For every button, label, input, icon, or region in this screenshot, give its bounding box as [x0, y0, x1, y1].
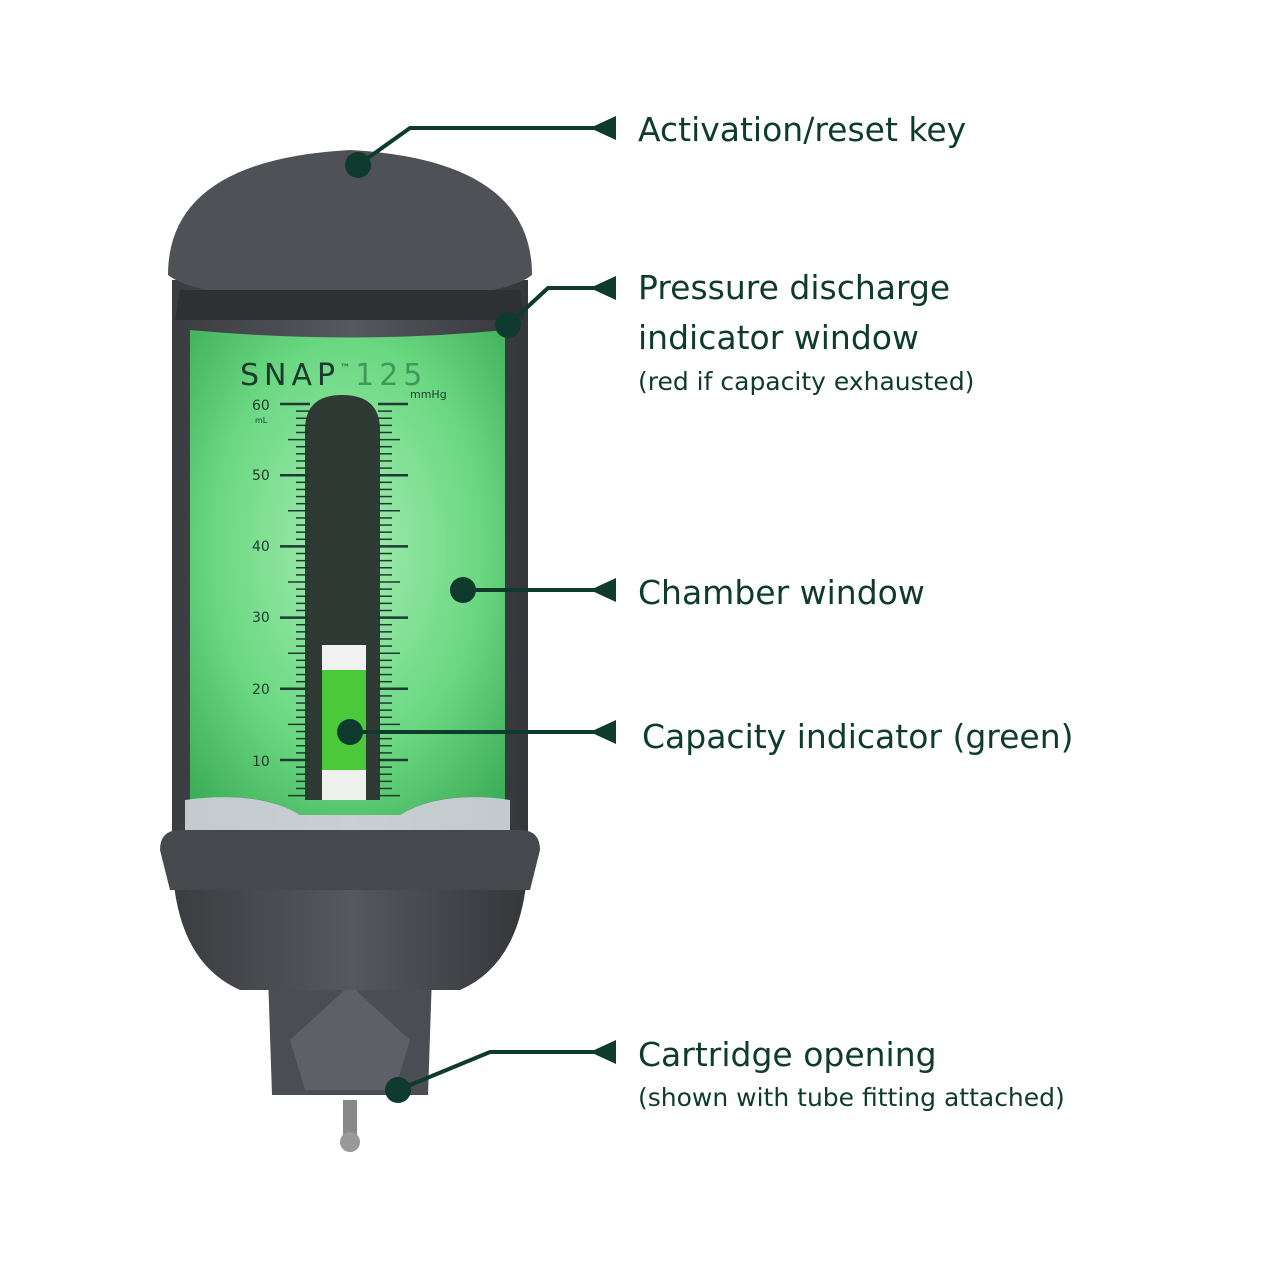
- callout-chamber-window: Chamber window: [638, 573, 925, 612]
- callout-dot: [385, 1077, 411, 1103]
- arrow-icon: [590, 1040, 616, 1064]
- callout-pressure-line2: indicator window: [638, 318, 919, 357]
- scale-label: 30: [252, 610, 270, 626]
- callout-dot: [450, 577, 476, 603]
- brand-logo: SNAP™125: [240, 358, 427, 393]
- callout-dot: [345, 152, 371, 178]
- callout-pressure-line1: Pressure discharge: [638, 268, 951, 307]
- callout-activation-reset-key: Activation/reset key: [638, 110, 967, 149]
- volume-unit: mL: [255, 416, 268, 425]
- arrow-icon: [590, 276, 616, 300]
- callout-line-pressure: [506, 286, 600, 327]
- callout-line-activation: [356, 126, 600, 167]
- arrow-icon: [590, 578, 616, 602]
- scale-label: 10: [252, 754, 270, 770]
- scale-label: 60: [252, 398, 270, 414]
- pressure-unit: mmHg: [410, 388, 447, 401]
- cartridge-opening: [268, 975, 432, 1152]
- callout-cartridge-note: (shown with tube fitting attached): [638, 1083, 1065, 1112]
- arrow-icon: [590, 720, 616, 744]
- scale-label: 40: [252, 539, 270, 555]
- scale-labels: 60 50 40 30 20 10: [252, 398, 270, 770]
- callout-cartridge-opening: Cartridge opening: [638, 1035, 937, 1074]
- scale-label: 20: [252, 682, 270, 698]
- callout-dot: [337, 719, 363, 745]
- capacity-indicator: [322, 670, 366, 770]
- callout-line-cartridge: [397, 1050, 600, 1092]
- callout-dot: [495, 312, 521, 338]
- callout-capacity-indicator: Capacity indicator (green): [642, 717, 1074, 756]
- capacity-slot: [305, 395, 380, 800]
- arrow-icon: [590, 116, 616, 140]
- activation-reset-key: [168, 150, 532, 320]
- scale-label: 50: [252, 468, 270, 484]
- callout-pressure-note: (red if capacity exhausted): [638, 367, 975, 396]
